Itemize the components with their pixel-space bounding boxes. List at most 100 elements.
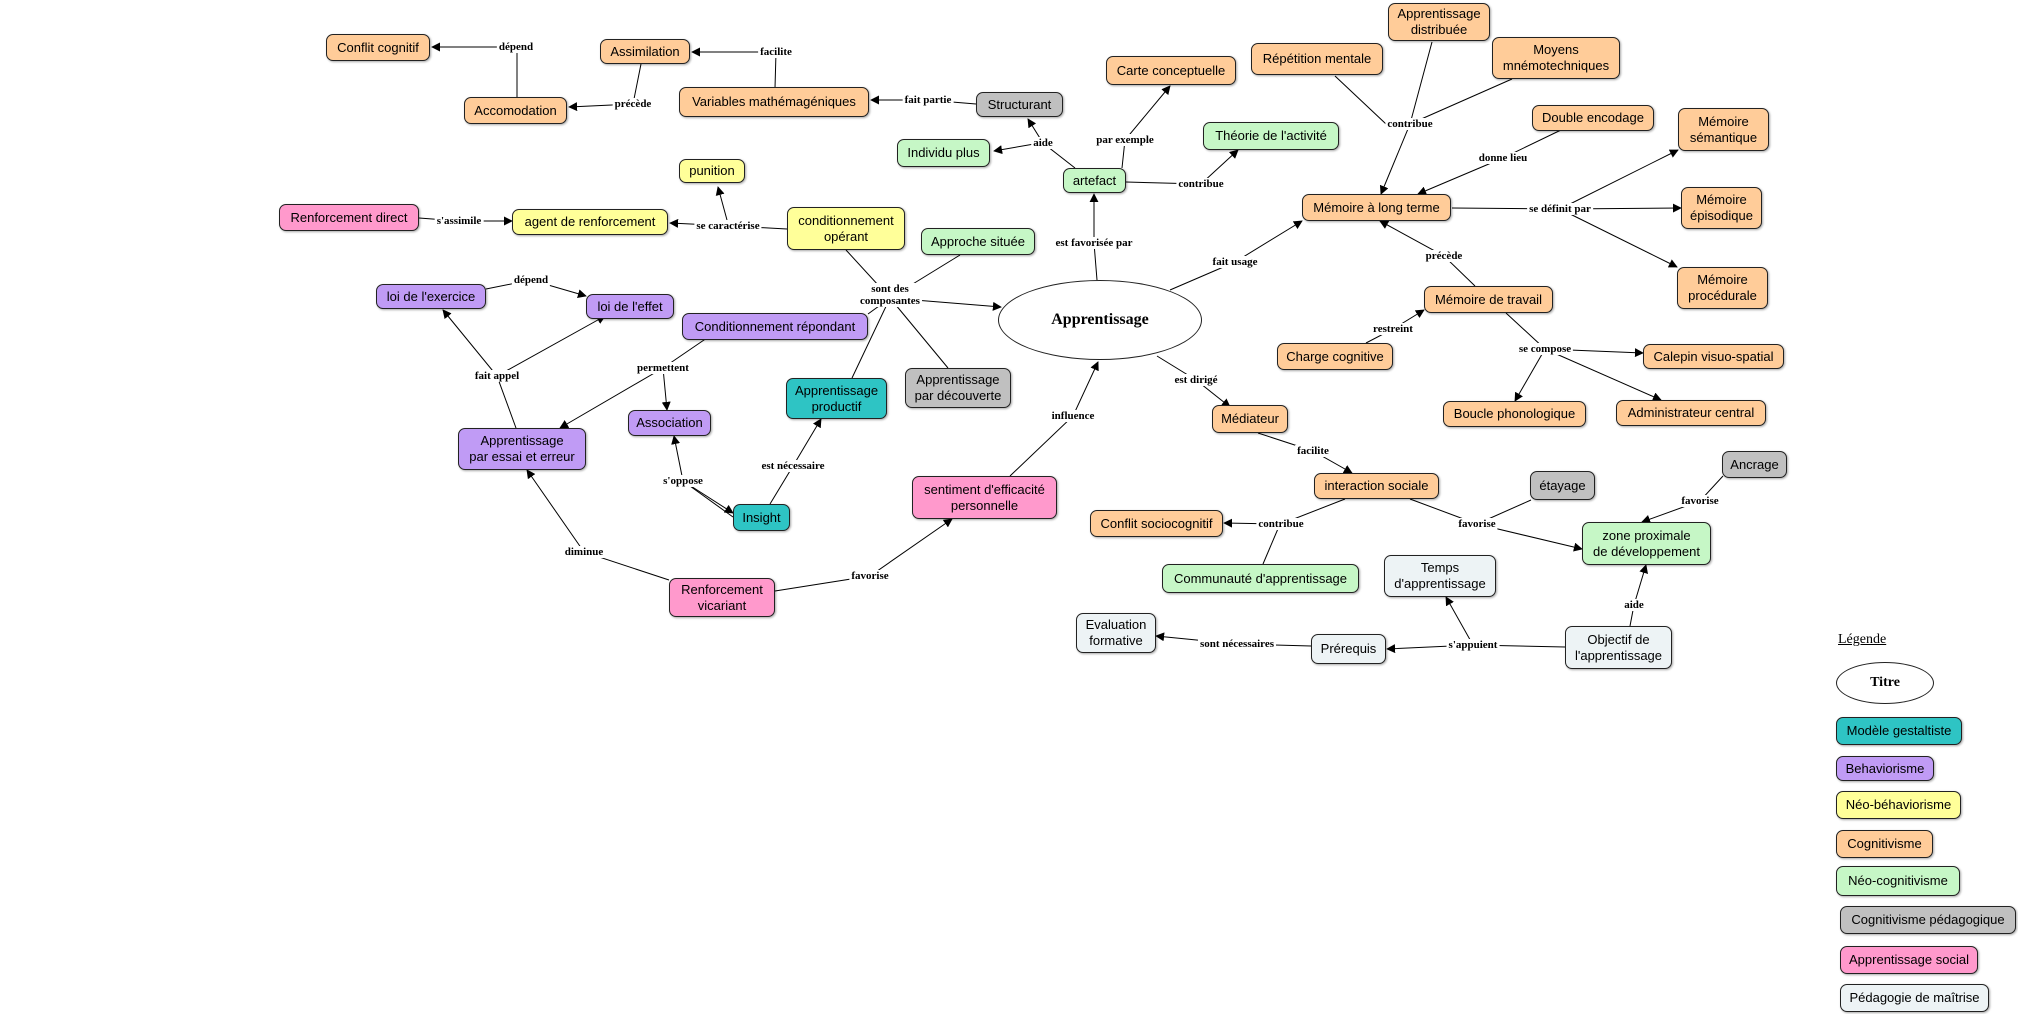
connector-9 [1334, 75, 1387, 125]
concept-node-conditionnement-operant[interactable]: conditionnement opérant [787, 207, 905, 250]
legend-item-cognitivisme-pedagogique: Cognitivisme pédagogique [1840, 906, 2016, 934]
link-label-fait-usage: fait usage [1210, 256, 1260, 268]
concept-node-sentiment-efficacite[interactable]: sentiment d'efficacité personnelle [912, 476, 1057, 519]
concept-node-objectif[interactable]: Objectif de l'apprentissage [1565, 626, 1672, 669]
concept-node-moyens-mnemotechniques[interactable]: Moyens mnémotechniques [1492, 37, 1620, 79]
concept-node-memoire-long-terme[interactable]: Mémoire à long terme [1302, 194, 1451, 221]
concept-node-structurant[interactable]: Structurant [976, 92, 1063, 117]
concept-node-punition[interactable]: punition [679, 159, 745, 183]
connector-48 [1629, 564, 1648, 627]
concept-node-individu-plus[interactable]: Individu plus [897, 139, 990, 167]
link-label-precede-2: précède [1423, 250, 1465, 262]
link-label-depend-2: dépend [511, 274, 551, 286]
legend-item-apprentissage-social: Apprentissage social [1840, 946, 1978, 974]
concept-node-boucle-phonologique[interactable]: Boucle phonologique [1443, 401, 1586, 427]
concept-node-evaluation-formative[interactable]: Evaluation formative [1076, 613, 1156, 653]
concept-node-charge-cognitive[interactable]: Charge cognitive [1277, 343, 1393, 370]
link-label-sont-necessaires: sont nécessaires [1197, 638, 1277, 650]
link-label-sont-des-composantes: sont des composantes [858, 283, 922, 307]
concept-node-conflit-sociocognitif[interactable]: Conflit sociocognitif [1090, 510, 1223, 537]
connector-30 [442, 309, 517, 429]
legend-item-neo-behaviorisme: Néo-béhaviorisme [1836, 791, 1961, 819]
concept-node-memoire-semantique[interactable]: Mémoire sémantique [1678, 108, 1769, 151]
concept-node-mediateur[interactable]: Médiateur [1212, 405, 1288, 433]
link-label-facilite-1: facilite [758, 46, 794, 58]
concept-node-apprentissage-decouverte[interactable]: Apprentissage par découverte [905, 368, 1011, 408]
concept-node-renforcement-direct[interactable]: Renforcement direct [279, 204, 419, 231]
concept-node-memoire-travail[interactable]: Mémoire de travail [1424, 286, 1553, 313]
concept-node-communaute[interactable]: Communauté d'apprentissage [1162, 564, 1359, 593]
link-label-favorise-1: favorise [1679, 495, 1721, 507]
link-label-favorise-3: favorise [849, 570, 891, 582]
concept-node-memoire-procedurale[interactable]: Mémoire procédurale [1677, 267, 1768, 309]
link-label-fait-partie: fait partie [902, 94, 954, 106]
legend-item-gestaltiste: Modèle gestaltiste [1836, 717, 1962, 745]
link-label-contribue-3: contribue [1256, 518, 1306, 530]
link-label-est-necessaire: est nécessaire [759, 460, 827, 472]
connector-53 [1445, 596, 1474, 646]
concept-node-essai-erreur[interactable]: Apprentissage par essai et erreur [458, 428, 586, 470]
legend-item-pedagogie-maitrise: Pédagogie de maîtrise [1840, 984, 1989, 1012]
link-label-favorise-2: favorise [1456, 518, 1498, 530]
link-label-permettent: permettent [635, 362, 691, 374]
concept-node-insight[interactable]: Insight [733, 504, 790, 531]
legend-title: Légende [1838, 632, 1887, 647]
link-label-fait-appel: fait appel [472, 370, 522, 382]
concept-node-loi-effet[interactable]: loi de l'effet [586, 294, 674, 319]
link-label-aide-1: aide [1031, 137, 1055, 149]
concept-node-apprentissage-distribue[interactable]: Apprentissage distribuée [1388, 3, 1490, 41]
link-label-influence: influence [1049, 410, 1097, 422]
connector-11 [1409, 78, 1513, 125]
connector-49 [526, 469, 670, 581]
link-label-par-exemple: par exemple [1094, 134, 1156, 146]
link-label-facilite-2: facilite [1295, 445, 1331, 457]
link-label-est-favorisee-par: est favorisée par [1053, 237, 1135, 249]
concept-node-conflit-cognitif[interactable]: Conflit cognitif [326, 34, 430, 61]
connector-26 [851, 297, 891, 379]
concept-node-ancrage[interactable]: Ancrage [1722, 451, 1787, 478]
concept-node-agent-renforcement[interactable]: agent de renforcement [512, 209, 668, 235]
concept-node-etayage[interactable]: étayage [1530, 471, 1595, 500]
link-label-se-caracterise: se caractérise [694, 220, 762, 232]
connector-15 [1559, 208, 1678, 268]
concept-node-double-encodage[interactable]: Double encodage [1532, 105, 1654, 131]
concept-node-interaction-sociale[interactable]: interaction sociale [1314, 473, 1439, 499]
concept-node-assimilation[interactable]: Assimilation [600, 39, 690, 64]
concept-node-zone-proximale[interactable]: zone proximale de développement [1582, 522, 1711, 565]
concept-node-carte-conceptuelle[interactable]: Carte conceptuelle [1106, 56, 1236, 85]
concept-node-loi-exercice[interactable]: loi de l'exercice [376, 284, 486, 309]
legend-item-behaviorisme: Behaviorisme [1836, 756, 1934, 781]
concept-node-administrateur-central[interactable]: Administrateur central [1616, 400, 1766, 426]
concept-node-approche-situee[interactable]: Approche située [921, 228, 1035, 255]
connector-17 [715, 186, 728, 221]
link-label-contribue-2: contribue [1385, 118, 1435, 130]
legend-item-cognitivisme: Cognitivisme [1836, 830, 1933, 858]
link-label-contribue-1: contribue [1176, 178, 1226, 190]
legend-item-title: Titre [1836, 662, 1934, 704]
concept-node-variables-mathemageniques[interactable]: Variables mathémagéniques [679, 87, 869, 117]
legend-item-neo-cognitivisme: Néo-cognitivisme [1836, 866, 1960, 896]
connector-31 [496, 315, 606, 377]
concept-node-calepin[interactable]: Calepin visuo-spatial [1643, 344, 1784, 369]
concept-node-artefact[interactable]: artefact [1063, 168, 1126, 193]
concept-node-temps-apprentissage[interactable]: Temps d'apprentissage [1384, 555, 1496, 597]
concept-node-conditionnement-repondant[interactable]: Conditionnement répondant [682, 313, 868, 340]
connector-14 [1559, 149, 1679, 210]
connector-36 [1544, 348, 1662, 401]
link-label-restreint: restreint [1371, 323, 1415, 335]
link-label-diminue: diminue [562, 546, 606, 558]
concept-node-accomodation[interactable]: Accomodation [464, 97, 567, 124]
connector-1 [516, 46, 518, 97]
concept-node-renforcement-vicariant[interactable]: Renforcement vicariant [669, 578, 775, 617]
concept-node-apprentissage[interactable]: Apprentissage [998, 280, 1202, 360]
concept-node-association[interactable]: Association [628, 410, 711, 436]
connector-7 [1121, 85, 1171, 169]
concept-node-prerequis[interactable]: Prérequis [1311, 634, 1386, 664]
link-label-depend-1: dépend [496, 41, 536, 53]
connector-45 [1262, 523, 1281, 565]
concept-node-theorie-activite[interactable]: Théorie de l'activité [1203, 122, 1339, 150]
concept-node-apprentissage-productif[interactable]: Apprentissage productif [786, 378, 887, 419]
link-label-aide-2: aide [1622, 599, 1646, 611]
concept-node-repetition-mentale[interactable]: Répétition mentale [1251, 43, 1383, 75]
concept-node-memoire-episodique[interactable]: Mémoire épisodique [1681, 187, 1762, 229]
